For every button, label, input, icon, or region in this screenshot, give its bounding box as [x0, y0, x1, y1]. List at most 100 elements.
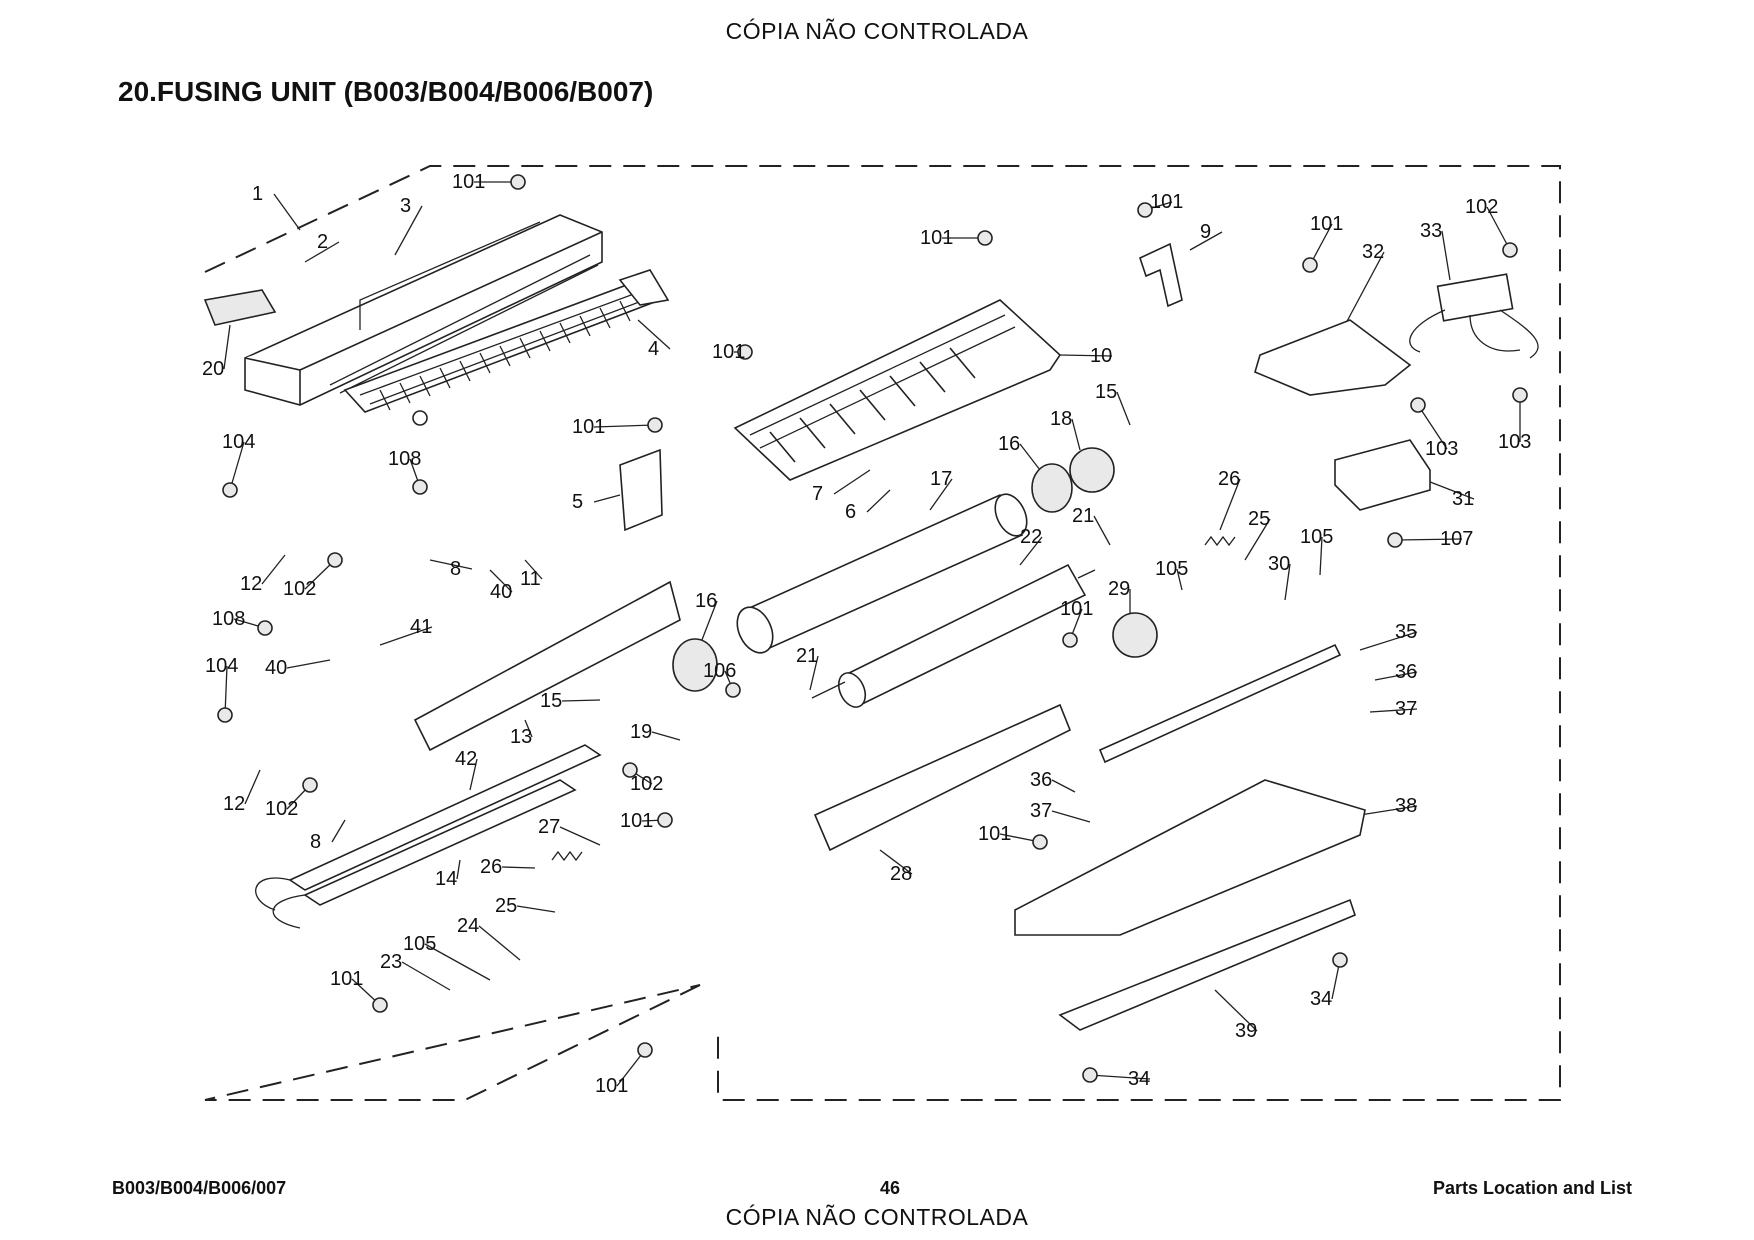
- screw-icon: [737, 344, 753, 360]
- callout-101: 101: [978, 823, 1011, 845]
- page-number: 46: [879, 1178, 901, 1198]
- callout-24: 24: [457, 915, 479, 937]
- callout-101: 101: [620, 810, 653, 832]
- callout-11: 11: [520, 568, 541, 590]
- screw-icon: [327, 552, 343, 568]
- screw-icon: [1302, 257, 1318, 273]
- leader-line: [424, 943, 491, 981]
- callout-19: 19: [630, 721, 652, 743]
- leader-line: [1019, 443, 1041, 471]
- leader-line: [879, 849, 913, 875]
- leader-line: [1244, 518, 1271, 561]
- callout-108: 108: [212, 608, 245, 630]
- leader-line: [224, 665, 228, 716]
- watermark-bottom: CÓPIA NÃO CONTROLADA: [725, 1204, 1029, 1230]
- callout-41: 41: [410, 616, 432, 638]
- callout-35: 35: [1395, 621, 1417, 643]
- leader-line: [524, 719, 533, 738]
- gear-18: [1069, 447, 1115, 493]
- screw-icon: [1512, 387, 1528, 403]
- leader-line: [593, 424, 656, 428]
- callout-42: 42: [455, 748, 477, 770]
- callout-26: 26: [480, 856, 502, 878]
- assembly-boundary: [204, 165, 1561, 1101]
- callout-33: 33: [1420, 220, 1442, 242]
- screw-icon: [1410, 397, 1426, 413]
- callout-101: 101: [712, 341, 745, 363]
- callout-36: 36: [1030, 769, 1052, 791]
- watermark-top: CÓPIA NÃO CONTROLADA: [725, 18, 1029, 44]
- leader-line: [223, 324, 231, 370]
- callout-18: 18: [1050, 408, 1072, 430]
- callout-34: 34: [1128, 1068, 1150, 1090]
- callout-107: 107: [1440, 528, 1473, 550]
- leader-line: [1374, 671, 1418, 681]
- callout-10: 10: [1090, 345, 1112, 367]
- callout-101: 101: [595, 1075, 628, 1097]
- callout-17: 17: [930, 468, 952, 490]
- callout-22: 22: [1020, 526, 1042, 548]
- screw-icon: [1502, 242, 1518, 258]
- hot-roller: [736, 493, 1028, 654]
- screw-icon: [977, 230, 993, 246]
- exit-roller-shaft: [1098, 643, 1342, 764]
- screw-icon: [622, 762, 638, 778]
- leader-line: [1369, 708, 1418, 713]
- callout-38: 38: [1395, 795, 1417, 817]
- callout-104: 104: [222, 431, 255, 453]
- screw-icon: [372, 997, 388, 1013]
- thermostat-connector: [1409, 273, 1539, 359]
- callout-27: 27: [538, 816, 560, 838]
- callout-105: 105: [1300, 526, 1333, 548]
- screw-icon: [657, 812, 673, 828]
- callout-28: 28: [890, 863, 912, 885]
- screw-icon: [1332, 952, 1348, 968]
- callout-8: 8: [450, 558, 461, 580]
- guide-plate: [343, 269, 670, 426]
- leader-line: [469, 758, 478, 791]
- lower-frame: [813, 703, 1072, 852]
- callout-21: 21: [1072, 505, 1094, 527]
- leader-line: [1093, 515, 1111, 546]
- leader-line: [1059, 354, 1113, 357]
- leader-line: [516, 905, 556, 913]
- leader-line: [1219, 478, 1241, 531]
- leader-line: [1176, 568, 1183, 591]
- leader-line: [478, 925, 521, 961]
- leader-line: [244, 769, 261, 805]
- callout-108: 108: [388, 448, 421, 470]
- leader-line: [1089, 1074, 1151, 1080]
- callout-9: 9: [1200, 221, 1211, 243]
- leader-line: [1359, 631, 1418, 651]
- callout-103: 103: [1425, 438, 1458, 460]
- leader-line: [1116, 391, 1131, 426]
- spring-26-upper: [1204, 535, 1236, 547]
- callout-102: 102: [630, 773, 663, 795]
- lower-tray: [1014, 779, 1366, 936]
- leader-line: [1319, 536, 1323, 576]
- leader-line: [1071, 418, 1081, 451]
- terminal-block: [1334, 439, 1431, 511]
- leader-line: [379, 626, 433, 646]
- screw-icon: [217, 707, 233, 723]
- leader-line: [261, 554, 286, 585]
- callout-101: 101: [572, 416, 605, 438]
- callout-26: 26: [1218, 468, 1240, 490]
- bracket-9: [1139, 242, 1183, 308]
- gear-29: [1112, 612, 1158, 658]
- callout-12: 12: [223, 793, 245, 815]
- leader-line: [229, 441, 245, 491]
- callout-13: 13: [510, 726, 532, 748]
- callout-37: 37: [1030, 800, 1052, 822]
- leader-line: [929, 478, 953, 511]
- leader-line: [651, 731, 681, 741]
- screw-icon: [725, 682, 741, 698]
- fusing-lamp: [255, 744, 602, 929]
- bearing-16-upper: [1031, 463, 1073, 513]
- callout-101: 101: [1150, 191, 1183, 213]
- leader-line: [833, 469, 871, 495]
- screw-icon: [647, 417, 663, 433]
- callout-39: 39: [1235, 1020, 1257, 1042]
- screw-icon: [1082, 1067, 1098, 1083]
